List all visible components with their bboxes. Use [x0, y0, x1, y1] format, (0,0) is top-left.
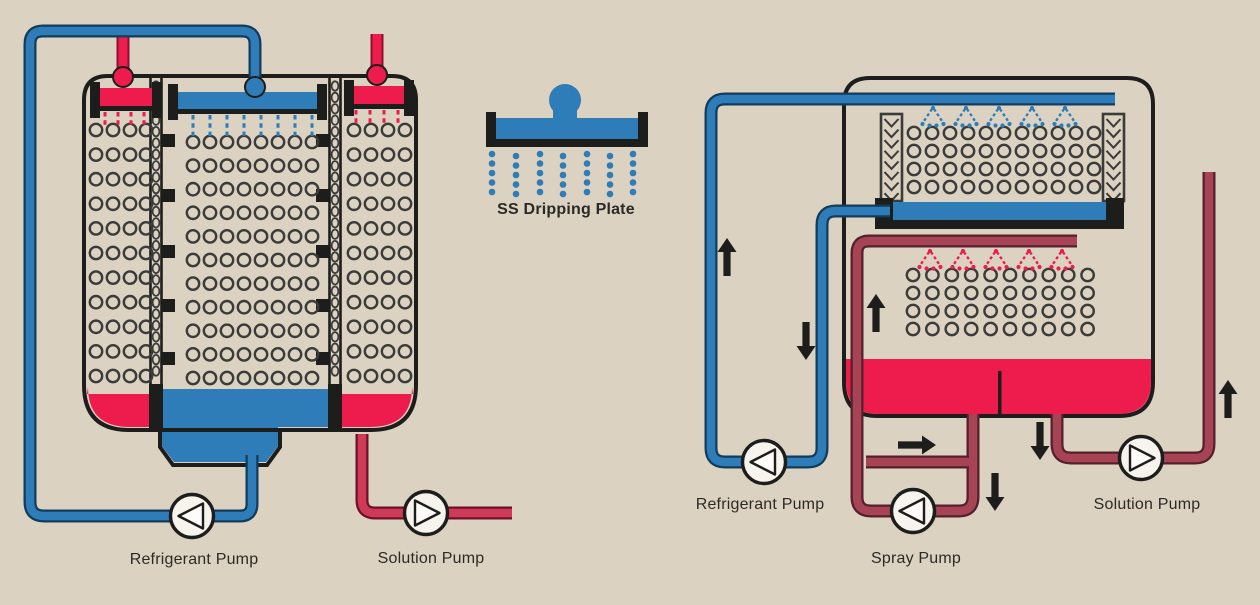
spray-drips	[103, 112, 146, 127]
right-solution-pump-label: Solution Pump	[1093, 496, 1201, 513]
solution-pump-symbol	[1117, 434, 1165, 482]
spray-nozzle-icon	[953, 105, 979, 128]
spray-nozzle-icon	[950, 248, 976, 271]
blue-spray-tray-center	[168, 84, 327, 120]
spray-pump-symbol	[889, 487, 937, 535]
baffle-tab	[162, 352, 175, 365]
tube-bundle-lower	[905, 267, 1096, 337]
baffle-tab	[162, 189, 175, 202]
tube-bundle-evaporator	[185, 134, 320, 386]
ss-dripping-plate-legend	[486, 84, 648, 198]
divider-mesh	[330, 80, 340, 377]
flow-arrow-down-icon	[1030, 422, 1050, 460]
baffle-tab	[162, 134, 175, 147]
left-solution-pump-label: Solution Pump	[377, 550, 485, 567]
flow-arrow-down-icon	[796, 322, 816, 360]
spray-nozzle-icon	[1049, 248, 1075, 271]
baffle-tab	[316, 245, 329, 258]
baffle-tab	[162, 245, 175, 258]
refrigerant-pump-symbol	[168, 492, 216, 540]
spray-pump-label: Spray Pump	[870, 550, 962, 567]
spray-nozzle-icon	[917, 248, 943, 271]
dripping-plate-caption: SS Dripping Plate	[497, 201, 635, 218]
red-spray-tray-left	[90, 82, 162, 118]
spray-inlet-ball	[366, 64, 388, 86]
flow-arrow-down-icon	[985, 473, 1005, 511]
baffle-tab	[316, 299, 329, 312]
spray-inlet-ball	[112, 66, 134, 88]
baffle-tab	[316, 134, 329, 147]
refrigerant-collection-tray	[875, 198, 1124, 229]
tube-bundle-right-absorber	[346, 122, 413, 384]
left-vessel-shell	[82, 74, 418, 432]
spray-nozzle-icon	[920, 105, 946, 128]
flow-arrow-right-icon	[898, 435, 936, 455]
solution-pump-symbol	[402, 489, 450, 537]
red-pool-right	[341, 387, 413, 427]
pool-weir	[998, 371, 1002, 415]
drift-eliminator-panel	[879, 112, 904, 203]
baffle-tab	[162, 299, 175, 312]
flow-arrow-up-icon	[1218, 380, 1238, 418]
spray-nozzle-icon	[1019, 105, 1045, 128]
spray-inlet-ball	[244, 76, 266, 98]
red-pool-left	[87, 387, 149, 427]
refrigerant-pump-symbol	[740, 438, 788, 486]
left-vessel-sump-outline	[158, 430, 282, 467]
divider-mesh	[151, 80, 161, 377]
left-refrigerant-pump-label: Refrigerant Pump	[129, 551, 259, 568]
spray-drips	[354, 110, 400, 126]
section-divider-wall	[328, 78, 342, 432]
spray-nozzle-icon	[1016, 248, 1042, 271]
dripping-dots	[488, 150, 637, 198]
baffle-tab	[316, 189, 329, 202]
right-refrigerant-pump-label: Refrigerant Pump	[695, 496, 825, 513]
blue-refrigerant-sump	[162, 389, 329, 462]
right-vessel-diagram	[704, 76, 1238, 535]
drift-eliminator-panel	[1101, 112, 1126, 203]
red-spray-tray-right	[344, 80, 414, 116]
tube-bundle-left-absorber	[88, 122, 154, 384]
spray-nozzle-icon	[1052, 105, 1078, 128]
flow-arrow-up-icon	[717, 238, 737, 276]
spray-nozzle-icon	[983, 248, 1009, 271]
spray-nozzle-icon	[986, 105, 1012, 128]
left-vessel-diagram	[23, 24, 512, 540]
flow-arrow-up-icon	[866, 294, 886, 332]
tube-bundle-upper	[906, 125, 1102, 195]
spray-drips	[191, 115, 314, 136]
